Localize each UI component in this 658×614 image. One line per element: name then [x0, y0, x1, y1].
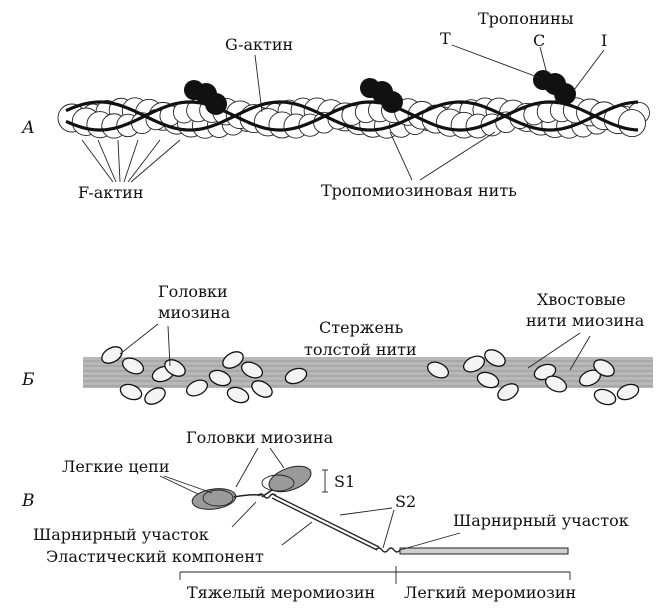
myosin-head [121, 357, 145, 375]
panel-c-leader-lines [159, 447, 461, 551]
myosin-head [240, 361, 264, 379]
g-actin-label: G-актин [225, 35, 293, 54]
myosin-head [462, 355, 486, 373]
myosin-heads-label-line1: Головки [158, 282, 228, 301]
troponin-i-blob [554, 83, 576, 105]
troponin-i-label: I [601, 31, 607, 50]
light-chain-ring-upper [261, 474, 295, 492]
myosin-head [544, 375, 568, 393]
myosin-head [144, 387, 166, 405]
panel-b-letter: Б [21, 370, 35, 390]
head-neck-upper [261, 489, 273, 498]
myosin-head-upper [268, 465, 312, 493]
rod-label-line1: Стержень [319, 318, 404, 337]
light-chains-label: Легкие цепи [62, 457, 170, 476]
myosin-head [593, 388, 617, 406]
myosin-head [251, 380, 273, 398]
rod-label-line2: толстой нити [304, 340, 417, 359]
myosin-head [208, 369, 232, 387]
panel-a: А G-актин Тропонины T C I F-актин Тропом… [21, 9, 650, 202]
tails-label-line2: нити миозина [526, 311, 645, 330]
troponin-i-blob [381, 91, 403, 113]
panel-c-letter: В [21, 491, 35, 511]
head-neck-lower [233, 493, 263, 498]
elastic-component-label: Эластический компонент [46, 547, 264, 566]
panel-b-leader-lines [119, 323, 591, 371]
troponin-t-label: T [440, 29, 451, 48]
myosin-head [226, 386, 250, 404]
s2-shaft-a [271, 497, 378, 551]
troponin-complexes [184, 70, 576, 115]
myosin-head [616, 383, 640, 401]
f-actin-label: F-актин [78, 183, 144, 202]
s2-shaft-b [273, 494, 380, 548]
s1-label: S1 [334, 472, 355, 491]
tropomyosin-strand [65, 100, 639, 132]
light-meromyosin-rod [399, 547, 569, 555]
panel-a-leader-lines [81, 44, 605, 183]
myosin-head [593, 359, 615, 377]
myosin-head [101, 346, 123, 364]
myosin-head [484, 349, 506, 367]
actin-filament [57, 97, 650, 139]
myosin-head [119, 383, 143, 401]
hinge-right-label: Шарнирный участок [453, 511, 629, 530]
panel-c: В [21, 428, 629, 602]
myosin-heads-label-line2: миозина [158, 303, 231, 322]
troponin-c-label: C [533, 31, 545, 50]
heavy-meromyosin-label: Тяжелый меромиозин [187, 583, 375, 602]
actin-monomer [618, 109, 646, 138]
myosin-head [222, 351, 244, 369]
second-hinge-coil [375, 547, 401, 553]
light-chain-ring [202, 489, 234, 507]
hinge-left-label: Шарнирный участок [33, 525, 209, 544]
s2-label: S2 [395, 492, 416, 511]
myosin-heads-label: Головки миозина [186, 428, 334, 447]
panel-b: Б Головки миозина Стержень толстой нити … [21, 282, 653, 406]
tropomyosin-strand-2 [65, 100, 639, 132]
panel-a-letter: А [21, 118, 35, 138]
tails-label-line1: Хвостовые [537, 290, 626, 309]
meromyosin-brackets [179, 566, 571, 584]
troponin-i-blob [205, 93, 227, 115]
myosin-head [185, 379, 209, 397]
troponins-label: Тропонины [478, 9, 574, 28]
tropomyosin-strand-1 [65, 100, 639, 132]
myosin-head [497, 383, 519, 401]
myosin-head [284, 367, 308, 385]
myosin-heads [101, 346, 640, 406]
tropomyosin-label: Тропомиозиновая нить [321, 181, 517, 200]
light-meromyosin-label: Легкий меромиозин [404, 583, 576, 602]
myosin-head [476, 371, 500, 389]
hinge-coil [257, 493, 277, 499]
myosin-head [426, 361, 450, 379]
